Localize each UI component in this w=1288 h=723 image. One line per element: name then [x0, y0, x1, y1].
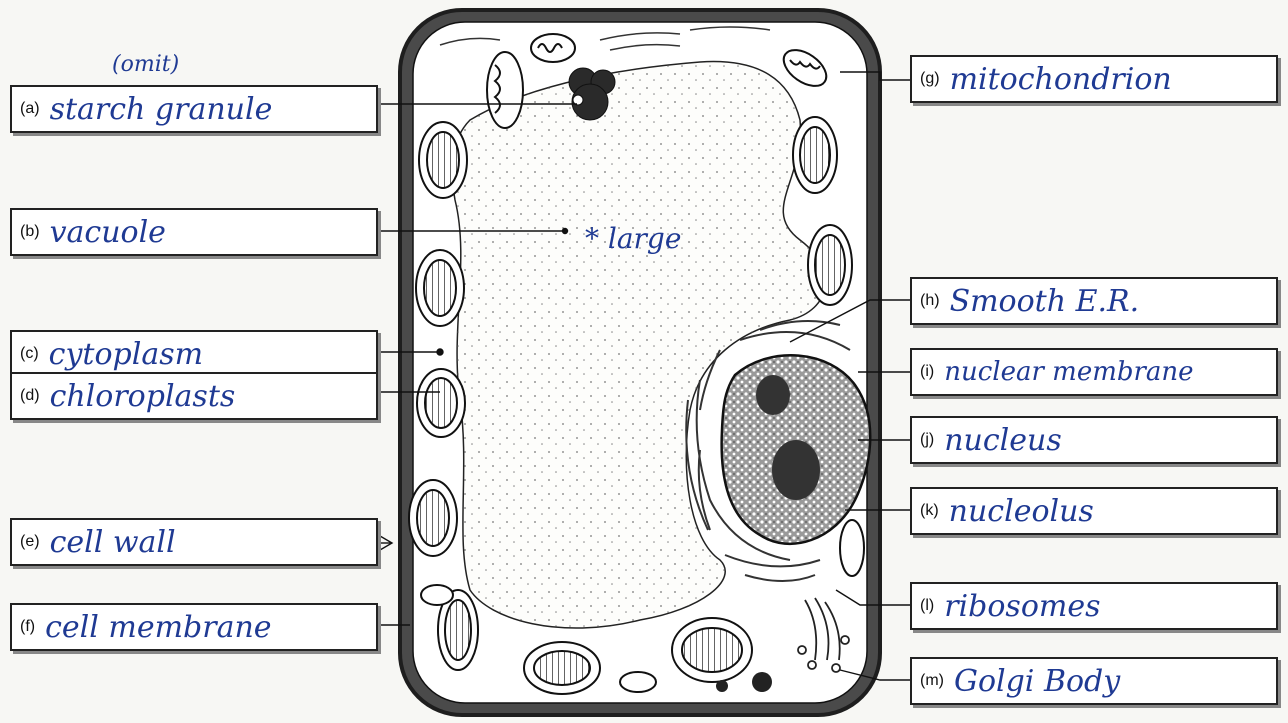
label-answer-d: chloroplasts: [50, 379, 236, 414]
label-box-b: (b) vacuole: [10, 208, 378, 256]
omit-note: (omit): [112, 52, 179, 77]
label-box-f: (f) cell membrane: [10, 603, 378, 651]
label-answer-c: cytoplasm: [49, 337, 203, 372]
label-letter-e: (e): [20, 533, 40, 551]
label-letter-m: (m): [920, 672, 944, 690]
label-letter-h: (h): [920, 292, 940, 310]
label-letter-d: (d): [20, 387, 40, 405]
label-box-j: (j) nucleus: [910, 416, 1278, 464]
label-letter-a: (a): [20, 100, 40, 118]
label-answer-g: mitochondrion: [950, 62, 1172, 97]
label-box-h: (h) Smooth E.R.: [910, 277, 1278, 325]
label-box-e: (e) cell wall: [10, 518, 378, 566]
label-letter-b: (b): [20, 223, 40, 241]
label-letter-i: (i): [920, 363, 934, 381]
label-answer-l: ribosomes: [944, 589, 1100, 624]
label-answer-b: vacuole: [50, 215, 166, 250]
label-letter-j: (j): [920, 431, 934, 449]
label-answer-k: nucleolus: [949, 494, 1094, 529]
label-answer-f: cell membrane: [45, 610, 271, 645]
label-letter-f: (f): [20, 618, 35, 636]
label-box-i: (i) nuclear membrane: [910, 348, 1278, 396]
label-box-g: (g) mitochondrion: [910, 55, 1278, 103]
label-box-c: (c) cytoplasm: [10, 330, 378, 378]
label-answer-j: nucleus: [944, 423, 1062, 458]
label-box-l: (l) ribosomes: [910, 582, 1278, 630]
label-answer-e: cell wall: [50, 525, 176, 560]
label-letter-l: (l): [920, 597, 934, 615]
label-letter-c: (c): [20, 345, 39, 363]
label-letter-g: (g): [920, 70, 940, 88]
label-box-m: (m) Golgi Body: [910, 657, 1278, 705]
nucleolus: [772, 440, 820, 500]
nucleolus: [756, 375, 790, 415]
label-box-d: (d) chloroplasts: [10, 372, 378, 420]
label-box-k: (k) nucleolus: [910, 487, 1278, 535]
label-answer-i: nuclear membrane: [944, 357, 1193, 387]
vacuole-note: * large: [585, 222, 681, 255]
label-answer-h: Smooth E.R.: [950, 284, 1140, 319]
label-box-a: (a) starch granule: [10, 85, 378, 133]
label-answer-m: Golgi Body: [954, 664, 1120, 699]
label-answer-a: starch granule: [50, 92, 273, 127]
label-letter-k: (k): [920, 502, 939, 520]
